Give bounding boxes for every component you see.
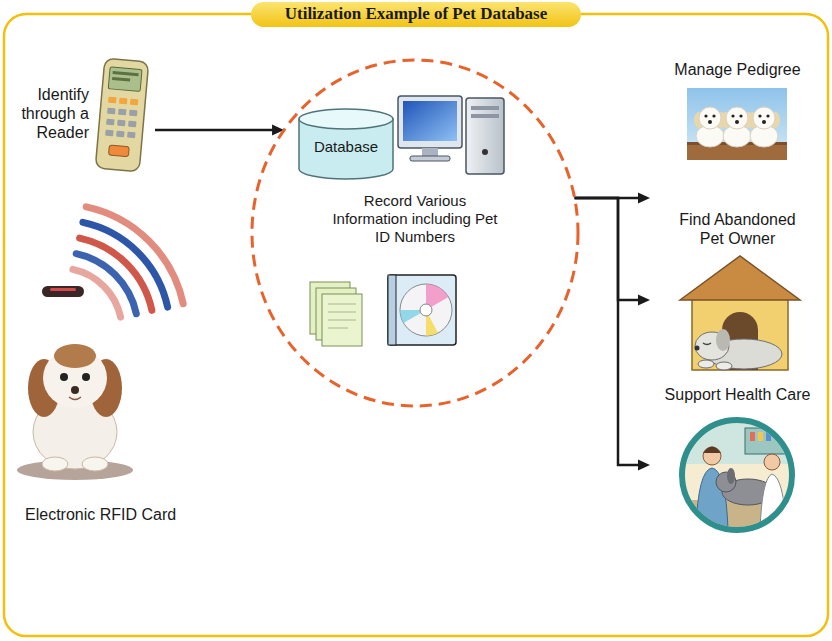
arrow-head [638,460,650,471]
connector-line [575,198,640,300]
rfid-capsule [42,286,84,297]
node-label: Manage Pedigree [650,60,825,79]
caption-label: Electronic RFID Card [25,505,176,524]
puppies-photo [687,88,787,160]
documents-icon [310,282,362,346]
node-label: Support Health Care [650,385,825,404]
outcome-node: Manage Pedigree [650,60,825,205]
node-label: Database [298,138,394,156]
node-label: Record Various Information including Pet… [330,192,500,246]
dashed-outline [252,60,578,406]
node-label: Identify through a Reader [15,85,89,143]
database-region: Record Various Information including Pet… [250,58,580,408]
node-label: Find Abandoned Pet Owner [673,210,803,248]
frame-border [4,14,828,636]
cylinder-top [299,109,393,129]
computer-icon [398,96,504,174]
connector-line [155,129,274,132]
connector-line [575,198,640,465]
arrow-head [638,193,650,204]
doghouse-picture [680,256,800,370]
database-cylinder: Database [298,108,394,180]
radio-waves [73,207,183,317]
label-slot: Electronic RFID Card [25,505,176,524]
connector-arrow [575,198,650,306]
outcome-node: Find Abandoned Pet Owner [650,210,825,375]
outcome-node: Support Health Care [650,385,825,535]
vet-care-picture [682,420,792,540]
arrow-head [638,295,650,306]
connector-arrow [155,125,284,136]
cd-icon [388,275,456,345]
title-text: Utilization Example of Pet Database [251,2,582,27]
connector-arrow [575,198,650,471]
rfid-reader-icon [95,58,148,171]
puppy-illustration [17,344,133,480]
reader-node: Identify through a Reader [10,50,155,180]
title-slot: Utilization Example of Pet Database [0,2,832,27]
